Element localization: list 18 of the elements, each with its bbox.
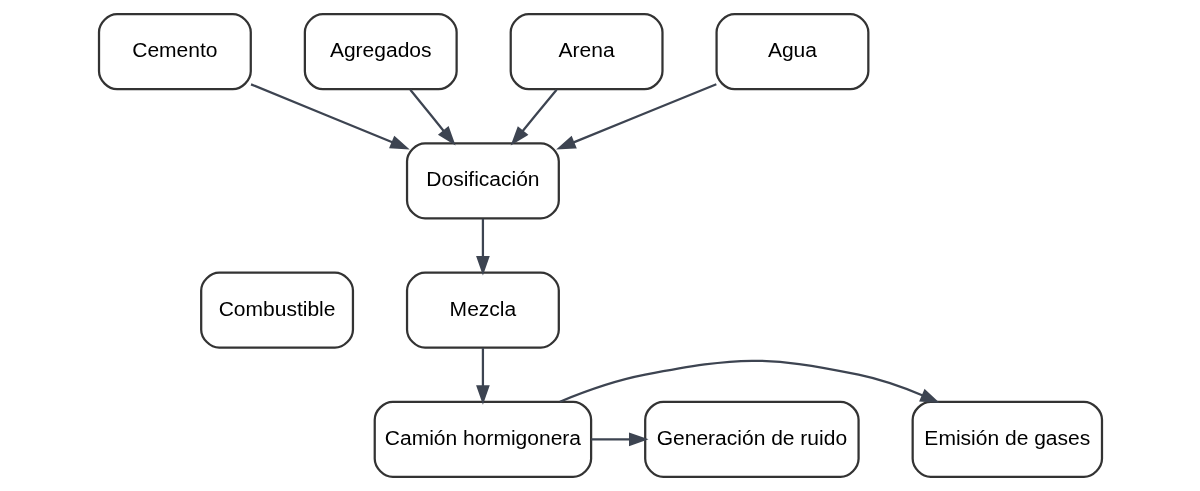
- node-box: Arena: [509, 12, 664, 91]
- arrow: [408, 88, 456, 146]
- arrow: [590, 432, 649, 447]
- arrow: [555, 83, 717, 150]
- node-box: Agregados: [303, 12, 458, 91]
- node-box: Cemento: [97, 12, 252, 91]
- node-box: Generación de ruido: [643, 400, 860, 479]
- node-box: Camión hormigonera: [373, 400, 592, 479]
- node-box: Dosificación: [405, 142, 560, 220]
- arrow: [475, 348, 490, 405]
- node-box: Mezcla: [405, 271, 560, 349]
- node-box: Emisión de gases: [911, 400, 1103, 479]
- arrow: [475, 218, 490, 276]
- node-box: Combustible: [199, 271, 354, 349]
- arrow: [559, 359, 940, 403]
- node-box: Agua: [714, 12, 869, 91]
- arrow: [250, 83, 410, 150]
- arrow: [510, 88, 557, 146]
